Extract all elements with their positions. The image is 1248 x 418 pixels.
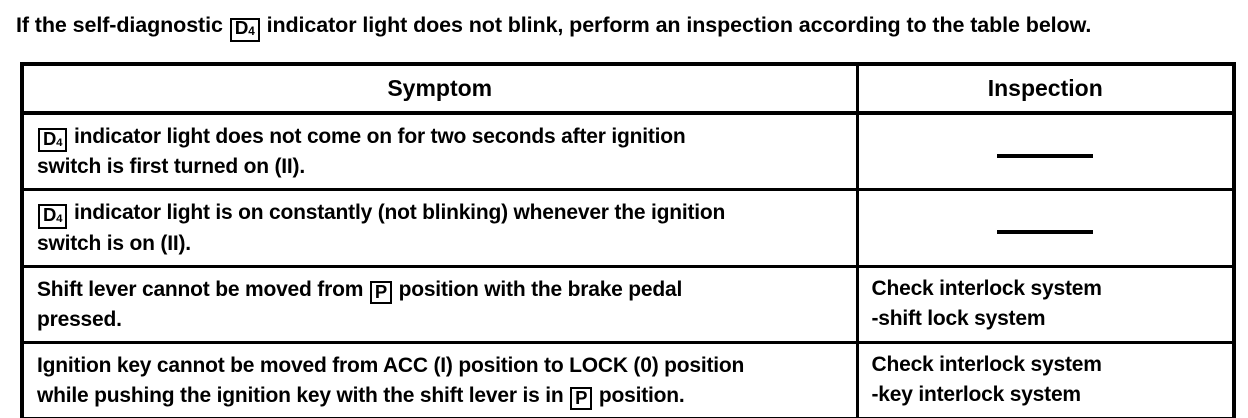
- symptom-cell: D4 indicator light does not come on for …: [20, 111, 859, 192]
- inspection-cell: Check interlock system -shift lock system: [855, 264, 1236, 344]
- table-header-row: Symptom Inspection: [20, 62, 1236, 115]
- inspection-cell: [855, 111, 1236, 192]
- inspection-line: Check interlock system: [871, 276, 1102, 300]
- table-row: Ignition key cannot be moved from ACC (I…: [20, 340, 1236, 418]
- intro-text: If the self-diagnostic D4 indicator ligh…: [16, 13, 1091, 42]
- table-row: D4 indicator light is on constantly (not…: [20, 188, 1236, 268]
- inspection-cell: Check interlock system -key interlock sys…: [855, 340, 1236, 418]
- symptom-cell: Ignition key cannot be moved from ACC (I…: [20, 340, 859, 418]
- inspection-header: Inspection: [855, 62, 1236, 115]
- inspection-cell: [855, 188, 1236, 268]
- no-inspection-dash: [997, 153, 1094, 158]
- p-position-icon: P: [369, 280, 392, 305]
- d4-indicator-icon-subscript: 4: [248, 25, 255, 38]
- symptom-header: Symptom: [20, 62, 859, 115]
- table-row: Shift lever cannot be moved from P posit…: [20, 264, 1236, 344]
- inspection-table: Symptom Inspection D4 indicator light do…: [20, 62, 1236, 418]
- p-position-icon: P: [570, 386, 593, 411]
- table-row: D4 indicator light does not come on for …: [20, 111, 1236, 192]
- no-inspection-dash: [997, 230, 1094, 235]
- d4-indicator-icon: D4: [38, 128, 68, 153]
- d4-indicator-icon: D4: [38, 204, 68, 229]
- inspection-line: -key interlock system: [871, 382, 1082, 406]
- inspection-line: Check interlock system: [871, 352, 1102, 376]
- symptom-cell: Shift lever cannot be moved from P posit…: [20, 264, 859, 344]
- symptom-cell: D4 indicator light is on constantly (not…: [20, 188, 859, 268]
- d4-indicator-icon: D4: [229, 18, 260, 42]
- inspection-line: -shift lock system: [871, 306, 1046, 330]
- d4-indicator-icon-subscript: 4: [56, 137, 63, 149]
- d4-indicator-icon-subscript: 4: [56, 213, 63, 226]
